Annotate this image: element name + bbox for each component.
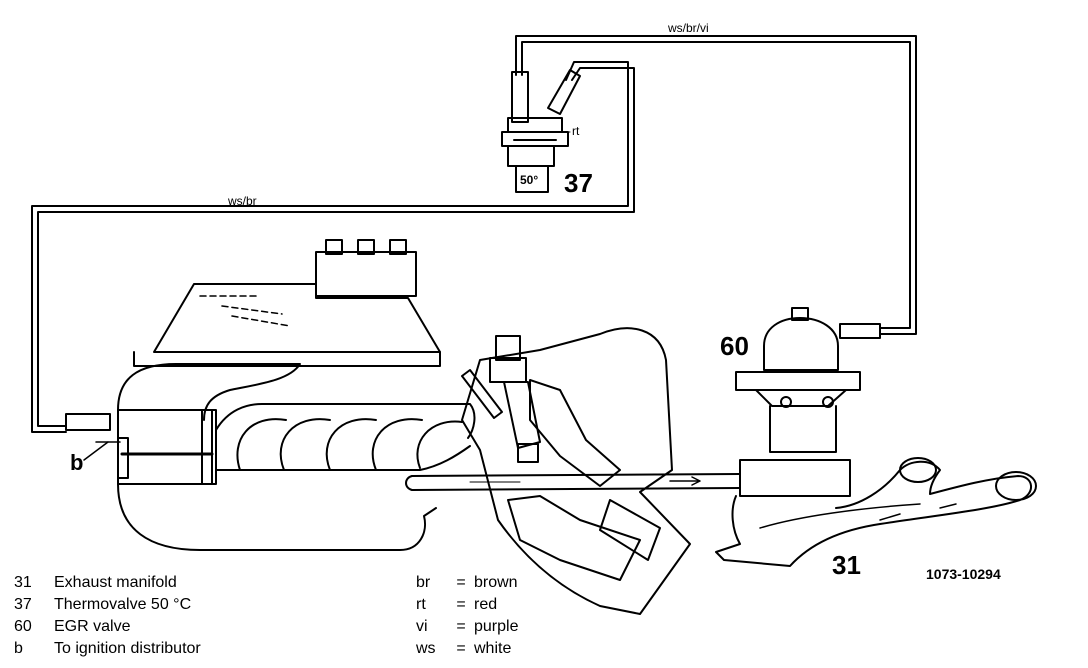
color-code-legend: br = brown rt = red vi = purple ws = whi… [416, 572, 518, 660]
color-name: purple [474, 618, 519, 635]
thermovalve [501, 69, 581, 193]
color-abbr: rt [416, 596, 426, 613]
vacuum-hose-top [515, 35, 917, 335]
egr-valve [735, 307, 861, 497]
thermovalve-port-label: rt [572, 124, 580, 138]
cylinder-head-section [461, 327, 691, 615]
legend-label: To ignition distributor [54, 640, 201, 657]
distributor-leader [83, 441, 109, 461]
fuel-injector [461, 335, 541, 463]
wire-label-top: ws/br/vi [668, 21, 709, 35]
hose-connector-left [65, 413, 111, 431]
legend-row: 60 EGR valve [14, 616, 201, 638]
color-name: white [474, 640, 512, 657]
color-eq: = [456, 618, 466, 635]
color-abbr: ws [416, 640, 436, 657]
color-code-row: ws = white [416, 638, 518, 660]
exhaust-manifold [715, 457, 1037, 567]
legend-row: 37 Thermovalve 50 °C [14, 594, 201, 616]
callout-exhaust-manifold: 31 [832, 550, 861, 580]
color-eq: = [456, 640, 466, 657]
air-intake-housing [133, 239, 441, 367]
legend-row: 31 Exhaust manifold [14, 572, 201, 594]
legend-key: 60 [14, 618, 32, 635]
color-code-row: rt = red [416, 594, 518, 616]
legend-key: 31 [14, 574, 32, 591]
egr-tube [405, 473, 741, 491]
color-eq: = [456, 596, 466, 613]
thermovalve-temp-label: 50° [520, 173, 539, 187]
legend-label: Thermovalve 50 °C [54, 596, 192, 613]
color-name: brown [474, 574, 518, 591]
legend-label: EGR valve [54, 618, 131, 635]
legend-row: b To ignition distributor [14, 638, 201, 660]
callout-egr-valve: 60 [720, 331, 749, 361]
parts-legend: 31 Exhaust manifold 37 Thermovalve 50 °C… [14, 572, 201, 660]
legend-label: Exhaust manifold [54, 574, 177, 591]
color-abbr: br [416, 574, 431, 591]
legend-key: b [14, 640, 23, 657]
vacuum-hose-left [31, 61, 635, 433]
callout-distributor: b [70, 450, 84, 475]
color-code-row: br = brown [416, 572, 518, 594]
legend-key: 37 [14, 596, 32, 613]
color-code-row: vi = purple [416, 616, 518, 638]
wire-label-left: ws/br [228, 194, 257, 208]
figure-id: 1073-10294 [926, 566, 1001, 582]
intake-manifold [117, 363, 476, 551]
hose-connector-egr [839, 323, 881, 339]
color-name: red [474, 596, 498, 613]
color-abbr: vi [416, 618, 428, 635]
callout-thermovalve: 37 [564, 168, 593, 198]
color-eq: = [456, 574, 466, 591]
